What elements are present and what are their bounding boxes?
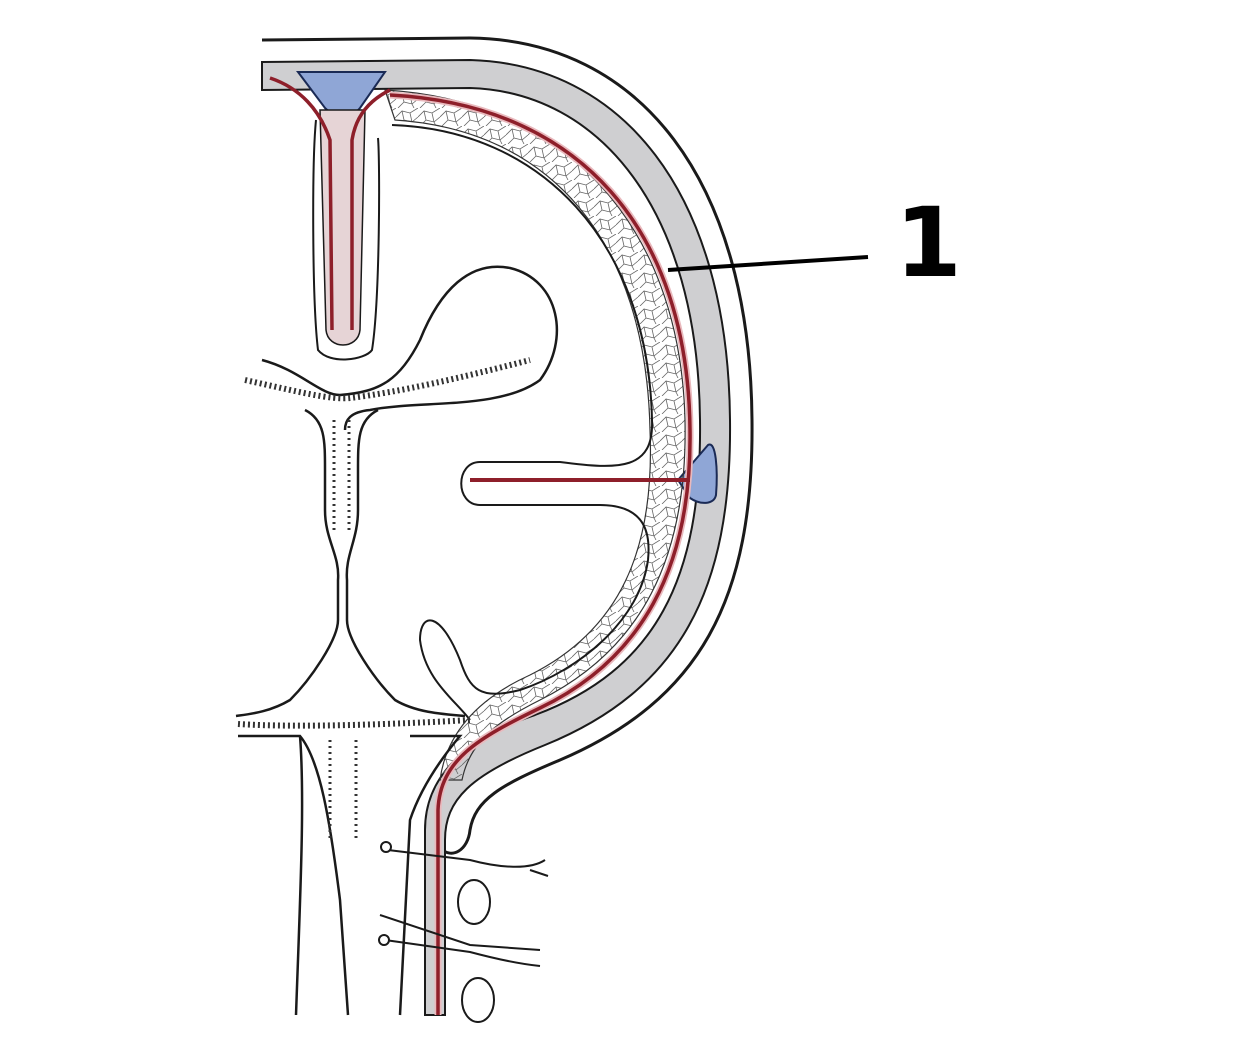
spinal-cord bbox=[238, 734, 463, 1016]
cortex-convexity bbox=[391, 124, 654, 721]
skull-outer-contour bbox=[261, 36, 754, 855]
central-canal bbox=[328, 740, 358, 840]
lateral-ventricle bbox=[261, 265, 559, 431]
cortex-surface bbox=[312, 119, 381, 361]
superior-sagittal-sinus bbox=[296, 71, 387, 117]
falx-cerebri bbox=[319, 109, 366, 346]
label-1: 1 bbox=[895, 187, 962, 299]
spinal-nerve-root-lower bbox=[379, 914, 541, 967]
pia-vessel-line bbox=[389, 93, 692, 1015]
fourth-ventricle-roof bbox=[237, 717, 471, 729]
third-ventricle bbox=[235, 408, 466, 718]
vertebral-vessel-lower bbox=[461, 977, 495, 1023]
subarachnoid-space bbox=[384, 89, 686, 781]
choroid-plexus bbox=[244, 357, 531, 402]
spinal-nerve-root bbox=[387, 849, 549, 877]
vertebral-vessel bbox=[457, 879, 491, 925]
pia-falx-line bbox=[269, 76, 391, 331]
cerebral-aqueduct-flow bbox=[332, 420, 351, 530]
label-1-pointer bbox=[667, 255, 869, 272]
